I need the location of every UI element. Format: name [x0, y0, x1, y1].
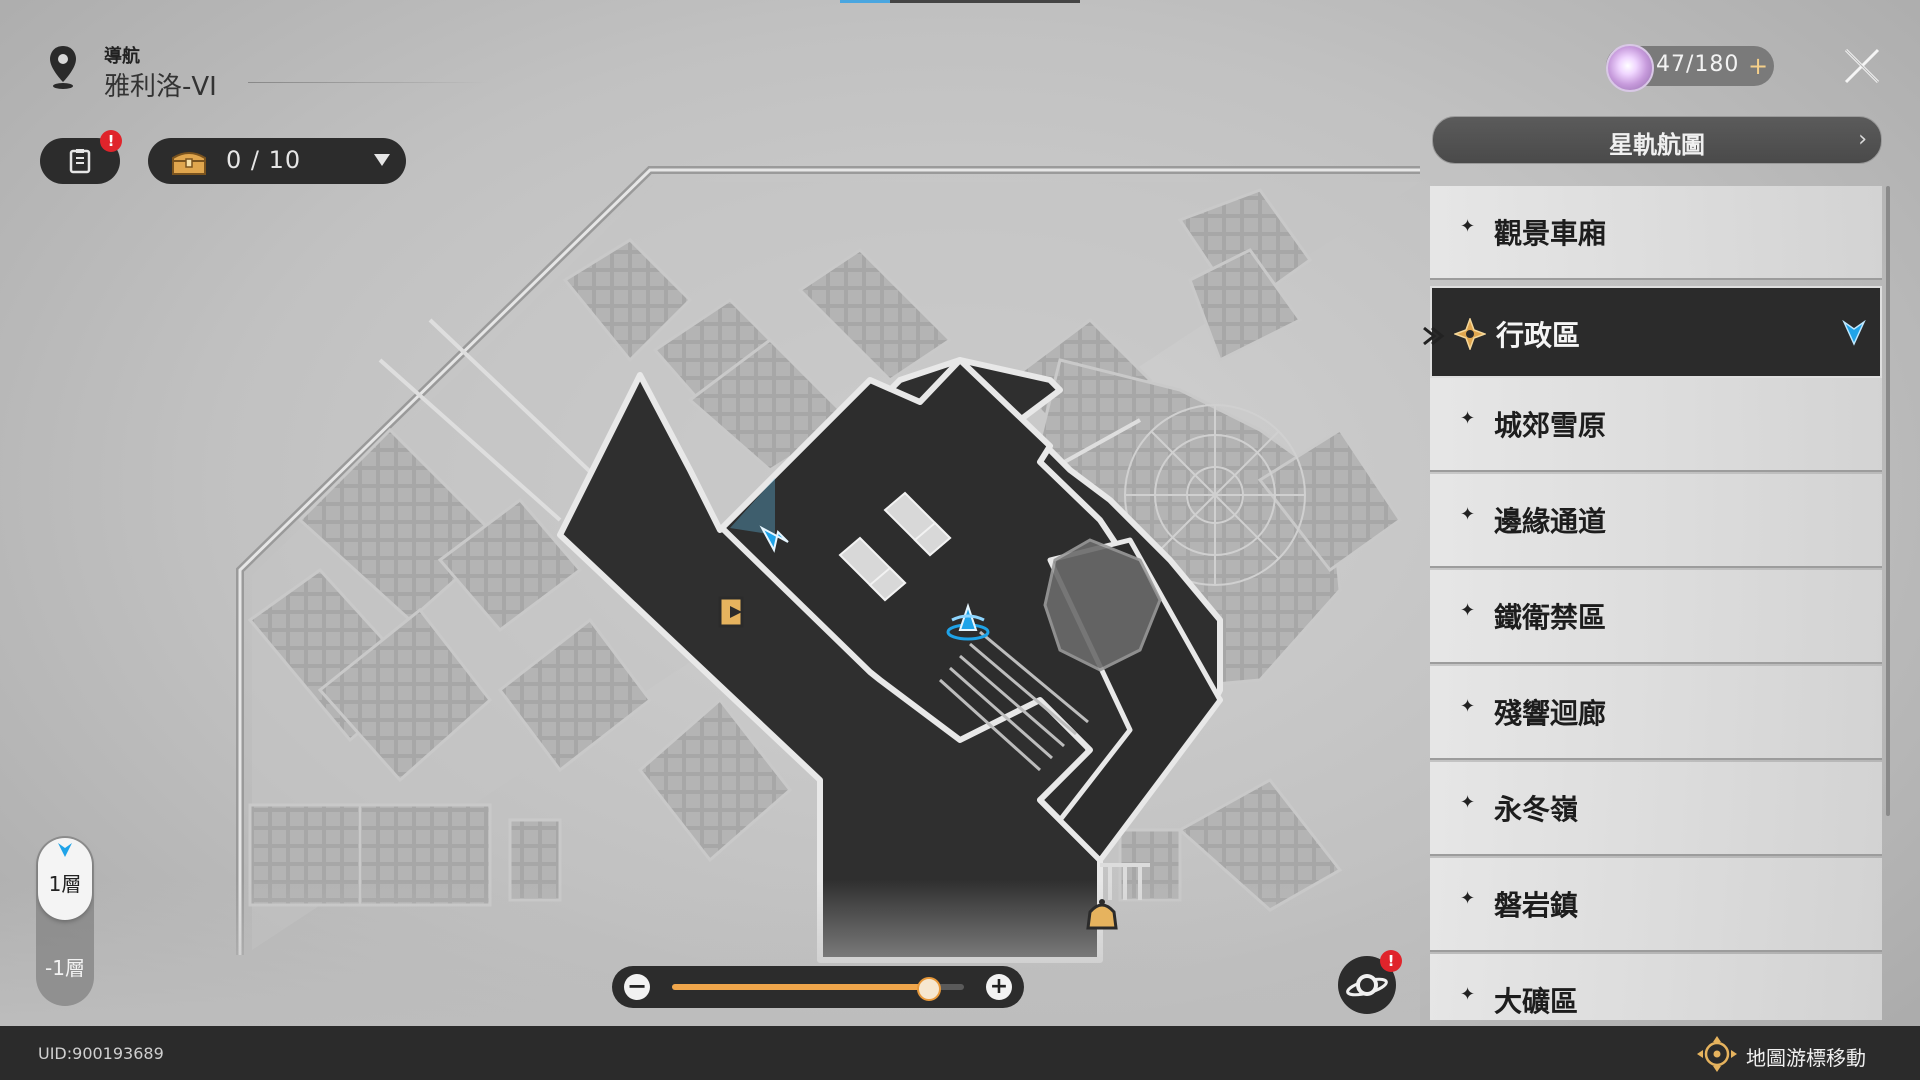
star-bullet-icon: ✦: [1460, 888, 1476, 909]
zone-label: 殘響迴廊: [1494, 697, 1607, 730]
zone-label: 磐岩鎮: [1494, 889, 1579, 922]
star-bullet-icon: ✦: [1460, 696, 1476, 717]
chevron-right-icon: ›: [1858, 127, 1867, 152]
star-bullet-icon: ✦: [1460, 504, 1476, 525]
header-divider: [248, 82, 488, 83]
star-rail-map-label: 星軌航圖: [1609, 131, 1705, 159]
treasure-counter-dropdown[interactable]: 0 / 10: [148, 138, 406, 184]
zoom-slider-handle[interactable]: [916, 977, 941, 1001]
zone-label: 城郊雪原: [1494, 409, 1607, 442]
clipboard-icon: [69, 149, 91, 174]
selection-arrow-icon: [1423, 326, 1445, 346]
planet-icon: [1346, 974, 1388, 997]
top-tab-indicator: [840, 0, 1080, 3]
zone-item-great-mine[interactable]: ✦ 大礦區: [1430, 954, 1882, 1020]
gold-compass-icon: [1454, 318, 1486, 350]
dropdown-arrow-icon: [374, 154, 390, 166]
zoom-slider[interactable]: [672, 977, 964, 1001]
zone-item-everwinter-hill[interactable]: ✦ 永冬嶺: [1430, 762, 1882, 856]
map-pin-icon: [50, 46, 76, 89]
zone-item-observation-car[interactable]: ✦ 觀景車廂: [1430, 186, 1882, 280]
add-power-button[interactable]: +: [1747, 52, 1769, 80]
close-x-icon[interactable]: [1840, 44, 1884, 88]
player-location-icon: [58, 843, 72, 857]
bell-shop-icon[interactable]: [1086, 899, 1118, 930]
zoom-slider-fill: [672, 984, 929, 990]
player-location-icon: [1842, 320, 1866, 346]
navigation-title: 導航: [104, 46, 140, 67]
cursor-hint-text: 地圖游標移動: [1746, 1046, 1866, 1070]
zone-item-outlying-snow-plains[interactable]: ✦ 城郊雪原: [1430, 378, 1882, 472]
star-bullet-icon: ✦: [1460, 408, 1476, 429]
treasure-count: 0 / 10: [226, 146, 302, 174]
footer-bar: UID:900193689 地圖游標移動: [0, 1026, 1920, 1080]
floor-label-upper: 1層: [48, 872, 82, 896]
star-bullet-icon: ✦: [1460, 216, 1476, 237]
zone-item-corridor-of-fading-echoes[interactable]: ✦ 殘響迴廊: [1430, 666, 1882, 760]
star-rail-map-button[interactable]: 星軌航圖 ›: [1432, 116, 1882, 164]
star-bullet-icon: ✦: [1460, 984, 1476, 1005]
zone-item-backwater-pass[interactable]: ✦ 邊緣通道: [1430, 474, 1882, 568]
zoom-in-button[interactable]: +: [986, 974, 1012, 1000]
space-anchor-icon[interactable]: [946, 602, 990, 641]
exit-door-icon[interactable]: [718, 596, 744, 628]
mission-alert-badge: !: [100, 130, 122, 152]
zoom-control: − +: [612, 966, 1024, 1008]
trailblaze-power-icon: [1606, 44, 1654, 92]
trailblaze-power-value: 47/180: [1656, 52, 1740, 77]
zone-label: 行政區: [1496, 319, 1581, 352]
cursor-move-icon: [1697, 1036, 1737, 1072]
planet-name: 雅利洛-VI: [104, 72, 217, 102]
zone-list-scrollbar[interactable]: [1886, 186, 1890, 816]
zoom-out-button[interactable]: −: [624, 974, 650, 1000]
zone-item-boulder-town[interactable]: ✦ 磐岩鎮: [1430, 858, 1882, 952]
zone-label: 大礦區: [1494, 985, 1579, 1018]
floor-button-b1[interactable]: -1層: [45, 956, 85, 980]
user-id: UID:900193689: [38, 1044, 164, 1063]
floor-button-1[interactable]: 1層: [38, 838, 92, 920]
zone-item-silvermane-guard-restricted-zone[interactable]: ✦ 鐵衛禁區: [1430, 570, 1882, 664]
player-arrow-icon: [730, 478, 789, 553]
star-bullet-icon: ✦: [1460, 600, 1476, 621]
zone-item-administrative-district[interactable]: 行政區: [1430, 286, 1882, 378]
navigation-header: 導航 雅利洛-VI: [48, 40, 488, 102]
zone-label: 鐵衛禁區: [1494, 601, 1607, 634]
star-bullet-icon: ✦: [1460, 792, 1476, 813]
zone-label: 邊緣通道: [1494, 505, 1607, 538]
zone-label: 永冬嶺: [1494, 793, 1579, 826]
rotunda: [1124, 404, 1306, 586]
trailblaze-power[interactable]: 47/180 +: [1606, 44, 1774, 92]
planet-alert-badge: !: [1380, 950, 1402, 972]
zone-label: 觀景車廂: [1494, 217, 1607, 250]
treasure-chest-icon: [172, 152, 206, 175]
zone-list[interactable]: ✦ 觀景車廂 行政區 ✦ 城郊雪原 ✦ 邊緣通道 ✦ 鐵衛禁區 ✦ 殘響迴廊 ✦…: [1430, 186, 1888, 1020]
